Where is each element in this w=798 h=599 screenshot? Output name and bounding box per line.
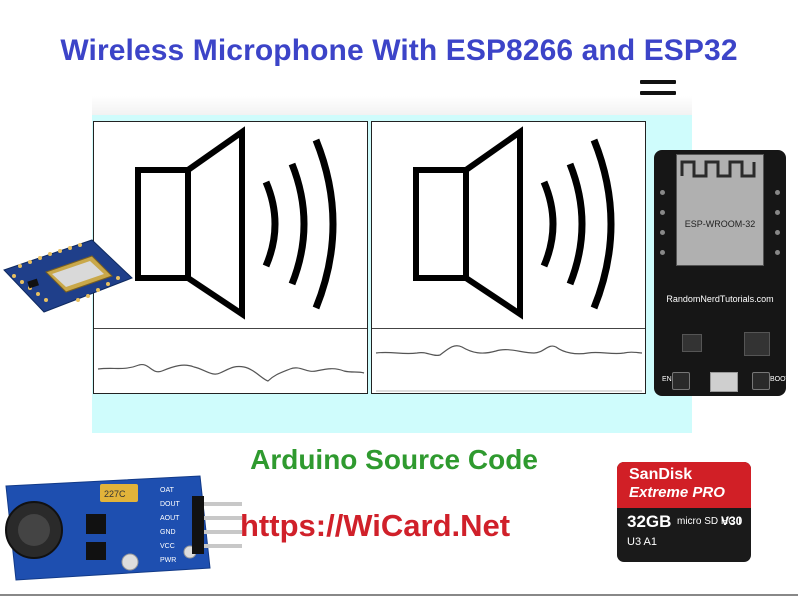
source-code-heading: Arduino Source Code xyxy=(250,444,538,475)
pin-label: DOUT xyxy=(160,501,181,508)
sd-brand: SanDisk xyxy=(629,466,693,483)
website-url[interactable]: https://WiCard.Net xyxy=(240,508,511,543)
site-label: RandomNerdTutorials.com xyxy=(666,294,774,304)
usb-uart-chip xyxy=(744,332,770,356)
antenna-trace xyxy=(680,160,756,178)
sd-standard: micro SD HC I xyxy=(677,516,741,527)
waveform-left xyxy=(97,363,365,382)
micro-usb-port xyxy=(710,372,738,392)
speaker-panel-left xyxy=(93,121,368,394)
pin-label: VCC xyxy=(160,543,175,550)
video-top-strip xyxy=(92,96,692,115)
pin-hole xyxy=(775,210,780,215)
sd-speed-class: V30 xyxy=(721,514,743,528)
en-label: EN xyxy=(662,376,672,383)
sd-app-class: U3 A1 xyxy=(627,536,657,548)
en-button[interactable] xyxy=(672,372,690,390)
regulator-chip xyxy=(682,334,702,352)
pin-hole xyxy=(660,250,665,255)
pin-hole xyxy=(775,250,780,255)
esp32-board-image: ESP-WROOM-32 RandomNerdTutorials.com EN … xyxy=(654,150,790,396)
esp8266-board-image xyxy=(3,239,133,313)
waveform-right xyxy=(375,345,643,392)
pin-label: GND xyxy=(160,529,176,536)
speaker-panel-right xyxy=(371,121,646,394)
pin-label: AOUT xyxy=(160,515,180,522)
esp-wroom-module: ESP-WROOM-32 xyxy=(676,154,764,266)
pin-hole xyxy=(660,190,665,195)
speaker-icon xyxy=(413,126,615,320)
speaker-icon xyxy=(135,126,337,320)
pin-label: OAT xyxy=(160,487,175,494)
pin-label: PWR xyxy=(160,557,176,564)
panel-divider xyxy=(94,328,367,329)
page-title: Wireless Microphone With ESP8266 and ESP… xyxy=(60,34,738,67)
capacitor-label: 227C xyxy=(104,489,126,499)
module-label: ESP-WROOM-32 xyxy=(684,219,756,229)
panel-divider xyxy=(372,328,645,329)
microphone-module-image: 227C OAT DOUT AOUT GND VCC PWR xyxy=(5,475,242,581)
pin-hole xyxy=(660,210,665,215)
boot-label: BOOT xyxy=(770,376,790,383)
pin-hole xyxy=(775,230,780,235)
pin-hole xyxy=(660,230,665,235)
boot-button[interactable] xyxy=(752,372,770,390)
bottom-rule xyxy=(0,594,798,596)
sd-line: Extreme PRO xyxy=(629,484,725,501)
sd-capacity: 32GB xyxy=(627,512,672,531)
pin-hole xyxy=(775,190,780,195)
microsd-card-image: SanDisk Extreme PRO 32GB micro SD HC I V… xyxy=(617,462,751,562)
